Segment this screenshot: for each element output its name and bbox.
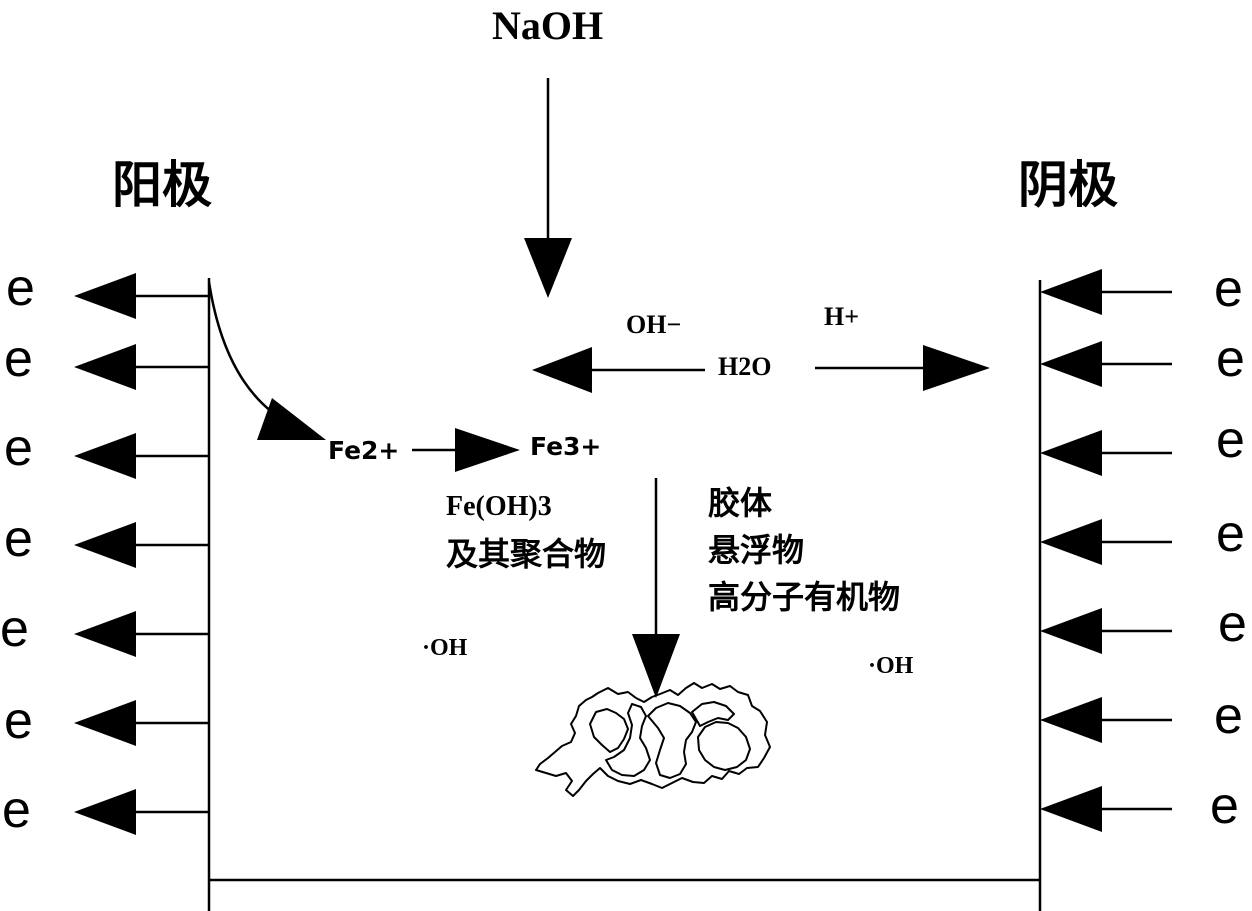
anode-electron-arrow xyxy=(74,344,209,390)
hydroxide-ion-label: OH− xyxy=(626,310,682,339)
anode-electron-label: e xyxy=(4,510,33,568)
ferrous-ion-label: Fe2+ xyxy=(328,436,400,465)
cathode-electron-label: e xyxy=(1214,260,1243,318)
cathode-electron-label: e xyxy=(1216,505,1245,563)
cathode-electron-arrow xyxy=(1040,269,1172,315)
anode-electron-arrow xyxy=(74,700,209,746)
water-label: H2O xyxy=(718,352,772,381)
hydroxyl-radical-label: ·OH xyxy=(868,653,914,679)
cathode-electron-label: e xyxy=(1214,687,1243,745)
precipitate-formula: Fe(OH)3 xyxy=(446,491,552,522)
cathode-electron-arrows xyxy=(1040,269,1172,832)
anode-electron-arrow xyxy=(74,611,209,657)
pollutant-item: 高分子有机物 xyxy=(708,578,901,616)
anode-electron-arrow xyxy=(74,789,209,835)
cathode-electron-arrow xyxy=(1040,430,1172,476)
settling-arrow xyxy=(632,478,680,698)
cathode-electron-arrow xyxy=(1040,608,1172,654)
oxidation-arrow xyxy=(412,428,520,472)
cathode-electron-label: e xyxy=(1216,411,1245,469)
anode-electron-arrows xyxy=(74,273,209,835)
water-to-proton-arrow xyxy=(815,345,990,391)
anode-electron-label: e xyxy=(0,600,29,658)
anode-dissolution-arrow xyxy=(207,281,326,440)
naoh-feed-arrow xyxy=(524,78,572,298)
cathode-electron-arrow xyxy=(1040,786,1172,832)
cathode-electron-arrow xyxy=(1040,519,1172,565)
cathode-electron-arrow xyxy=(1040,341,1172,387)
cathode-electron-label: e xyxy=(1216,330,1245,388)
cathode-electron-label: e xyxy=(1218,595,1247,653)
anode-electron-label: e xyxy=(4,419,33,477)
anode-electron-label: e xyxy=(6,259,35,317)
hydroxyl-radical-label: ·OH xyxy=(422,635,468,661)
proton-label: H+ xyxy=(824,302,860,331)
anode-electron-label: e xyxy=(2,781,31,839)
anode-label: 阳极 xyxy=(112,156,212,214)
anode-electron-label: e xyxy=(4,692,33,750)
floc-cluster xyxy=(535,682,771,797)
electrolytic-tank xyxy=(207,278,1042,911)
cathode-electron-label: e xyxy=(1210,777,1239,835)
water-to-hydroxide-arrow xyxy=(532,347,705,393)
pollutant-item: 胶体 xyxy=(708,484,773,522)
anode-electron-arrow xyxy=(74,273,209,319)
pollutant-item: 悬浮物 xyxy=(708,531,805,569)
cathode-label: 阴极 xyxy=(1018,156,1118,214)
ferric-ion-label: Fe3+ xyxy=(530,432,602,461)
cathode-electron-arrow xyxy=(1040,697,1172,743)
anode-electron-arrow xyxy=(74,522,209,568)
anode-electron-arrow xyxy=(74,433,209,479)
anode-electron-label: e xyxy=(4,330,33,388)
reagent-label: NaOH xyxy=(492,3,604,48)
precipitate-description: 及其聚合物 xyxy=(446,535,607,573)
